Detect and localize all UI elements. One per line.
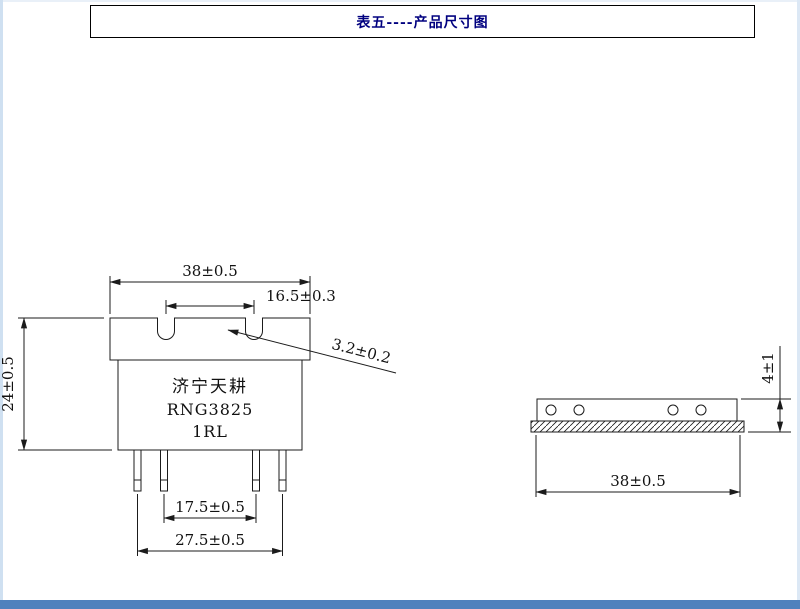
page-edge-top [0,0,800,2]
relay-brand-label: 济宁天耕 [172,377,248,397]
relay-flange-outline [109,317,311,361]
relay-pins [133,449,287,492]
pin-inner-right [252,449,260,492]
leader-line [227,329,397,374]
pin-inner-left [160,449,168,492]
pin-outer-left [133,449,142,492]
dim-height: 24±0.5 [0,317,112,451]
dim-plate-width-text: 38±0.5 [610,472,666,490]
front-view: 济宁天耕 RNG3825 1RL 38±0.5 16.5±0.3 [0,262,397,556]
dim-notch-spacing-text: 16.5±0.3 [266,287,336,305]
extension-lines [535,435,741,497]
dim-pin-pitch-inner: 17.5±0.5 [163,494,257,523]
page-edge-left [0,0,3,609]
pin-holes [545,404,707,416]
relay-body [117,359,303,451]
dim-width-top: 38±0.5 [109,262,311,314]
pin-hole [695,404,707,416]
extension-lines [18,317,112,451]
extension-lines [165,300,255,314]
dim-width-top-text: 38±0.5 [182,262,238,280]
page-edge-bottom [0,600,800,609]
pin-hole [545,404,557,416]
bottom-view: 4±1 38±0.5 [530,346,791,497]
page-edge-right [797,0,800,609]
relay-model-label: RNG3825 [167,400,254,419]
relay-variant-label: 1RL [192,422,228,441]
extension-lines [741,398,791,433]
dim-slot-width-text: 3.2±0.2 [330,335,393,368]
pin-hole [667,404,679,416]
dim-notch-spacing: 16.5±0.3 [165,287,336,314]
title-bar: 表五----产品尺寸图 [90,5,755,38]
hatched-base [530,420,745,433]
dim-pin-pitch-outer: 27.5±0.5 [136,494,284,556]
pin-outer-right [278,449,287,492]
pin-hole [573,404,585,416]
dim-thickness: 4±1 [741,346,791,433]
page-title: 表五----产品尺寸图 [356,14,489,31]
dim-plate-width: 38±0.5 [535,435,741,497]
dim-height-text: 24±0.5 [0,356,17,412]
dim-pin-pitch-inner-text: 17.5±0.5 [175,498,245,516]
extension-lines [137,494,283,556]
dim-pin-pitch-outer-text: 27.5±0.5 [175,531,245,549]
dim-thickness-text: 4±1 [759,352,777,384]
plate-body [536,398,738,422]
